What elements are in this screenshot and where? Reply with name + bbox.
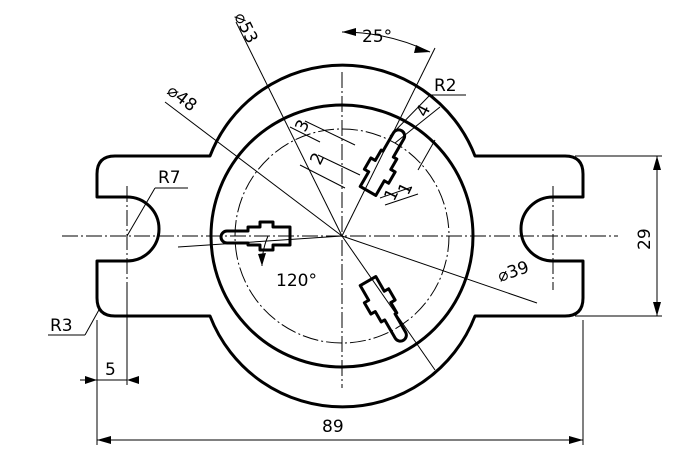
dim-radius-r7: R7	[158, 168, 181, 188]
dim-height-29: 29	[635, 228, 655, 250]
dim-offset-5: 5	[105, 360, 116, 380]
dim-diameter-39: ⌀39	[495, 257, 532, 286]
dim-slot-2: 2	[307, 150, 330, 168]
leader-39	[341, 235, 538, 304]
dim-radius-r2: R2	[434, 76, 457, 96]
leader-120-angle	[177, 235, 343, 248]
dim-width-89: 89	[322, 417, 344, 437]
dim-slot-3: 3	[292, 117, 315, 135]
dim-angle-25: 25°	[362, 27, 392, 47]
leader-bottom-slot	[341, 235, 436, 371]
dim-slot-4: 4	[413, 102, 436, 120]
leader-25-angle	[341, 47, 436, 237]
dim-diameter-48: ⌀48	[163, 81, 200, 116]
leader-48	[164, 101, 343, 237]
slot-bottom-right	[354, 272, 417, 350]
dim-angle-120: 120°	[276, 271, 317, 291]
leader-53	[235, 21, 343, 237]
dim-radius-r3: R3	[50, 316, 73, 336]
dim-diameter-53: ⌀53	[230, 9, 262, 46]
body-outline	[95, 63, 585, 409]
